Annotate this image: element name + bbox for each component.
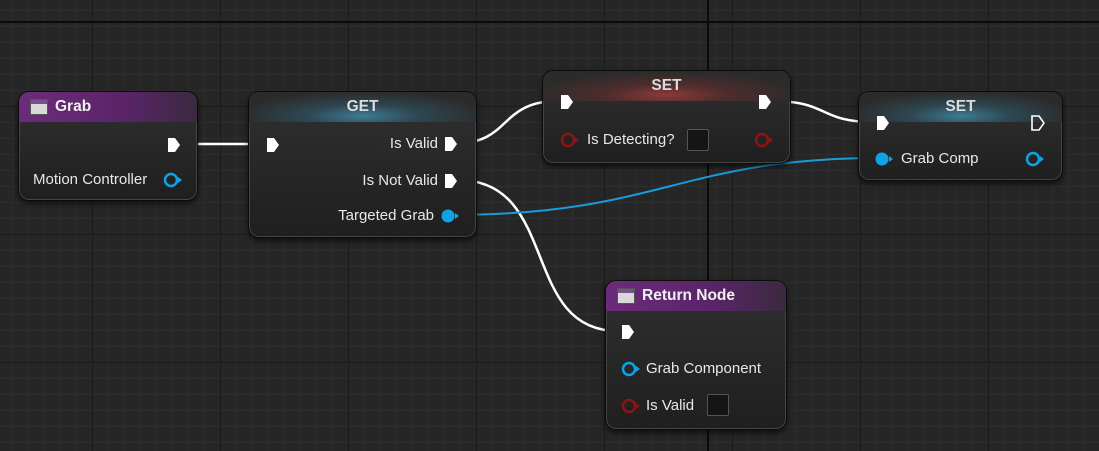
- bool-pin-icon[interactable]: [754, 132, 774, 148]
- is-not-valid-exec-pin-icon[interactable]: [444, 173, 458, 189]
- return-is-valid-checkbox[interactable]: [707, 394, 729, 416]
- return-node-title: Return Node: [642, 287, 735, 304]
- graph-axis-vertical: [707, 0, 709, 451]
- is-detecting-label: Is Detecting?: [587, 131, 675, 148]
- wire-object-targetedgrab-to-grabcomp: [449, 157, 881, 216]
- is-valid-exec-pin-icon[interactable]: [444, 136, 458, 152]
- is-detecting-checkbox[interactable]: [687, 129, 709, 151]
- exec-in-pin-icon[interactable]: [560, 94, 574, 110]
- set-grab-comp-header[interactable]: SET: [859, 92, 1062, 122]
- is-valid-label: Is Valid: [389, 135, 438, 152]
- get-node-title: GET: [346, 98, 379, 115]
- grab-component-label: Grab Component: [646, 360, 762, 377]
- exec-in-pin-icon[interactable]: [266, 137, 280, 153]
- exec-in-pin-icon[interactable]: [621, 324, 635, 340]
- return-is-valid-label: Is Valid: [646, 397, 695, 414]
- function-icon: [30, 99, 48, 115]
- grab-function-node[interactable]: Grab Motion Controller: [18, 91, 198, 201]
- object-pin-icon[interactable]: [163, 172, 183, 188]
- object-pin-icon[interactable]: [874, 151, 894, 167]
- graph-axis-horizontal: [0, 21, 1099, 23]
- grab-comp-label: Grab Comp: [901, 150, 979, 167]
- return-node[interactable]: Return Node Grab Component Is Valid: [605, 280, 787, 430]
- object-pin-icon[interactable]: [1025, 151, 1045, 167]
- bool-pin-icon[interactable]: [560, 132, 580, 148]
- function-icon: [617, 288, 635, 304]
- exec-out-pin-icon[interactable]: [758, 94, 772, 110]
- motion-controller-label: Motion Controller: [33, 171, 148, 188]
- set-is-detecting-header[interactable]: SET: [543, 71, 790, 101]
- set-is-detecting-title: SET: [651, 77, 682, 94]
- get-node[interactable]: GET Is Valid Is Not Valid Targeted Grab: [248, 91, 477, 238]
- exec-in-pin-icon[interactable]: [876, 115, 890, 131]
- grab-node-title: Grab: [55, 98, 92, 115]
- is-not-valid-label: Is Not Valid: [362, 172, 438, 189]
- bool-pin-icon[interactable]: [621, 398, 641, 414]
- set-is-detecting-node[interactable]: SET Is Detecting?: [542, 70, 791, 164]
- grab-node-header[interactable]: Grab: [19, 92, 197, 122]
- wire-exec-isnotvalid-to-return: [457, 178, 619, 333]
- exec-out-pin-icon[interactable]: [167, 137, 181, 153]
- return-node-header[interactable]: Return Node: [606, 281, 786, 311]
- object-pin-icon[interactable]: [621, 361, 641, 377]
- set-grab-comp-node[interactable]: SET Grab Comp: [858, 91, 1063, 181]
- exec-out-pin-icon[interactable]: [1031, 115, 1045, 131]
- set-grab-comp-title: SET: [945, 98, 976, 115]
- targeted-grab-label: Targeted Grab: [338, 207, 434, 224]
- get-node-header[interactable]: GET: [249, 92, 476, 122]
- object-pin-icon[interactable]: [440, 208, 460, 224]
